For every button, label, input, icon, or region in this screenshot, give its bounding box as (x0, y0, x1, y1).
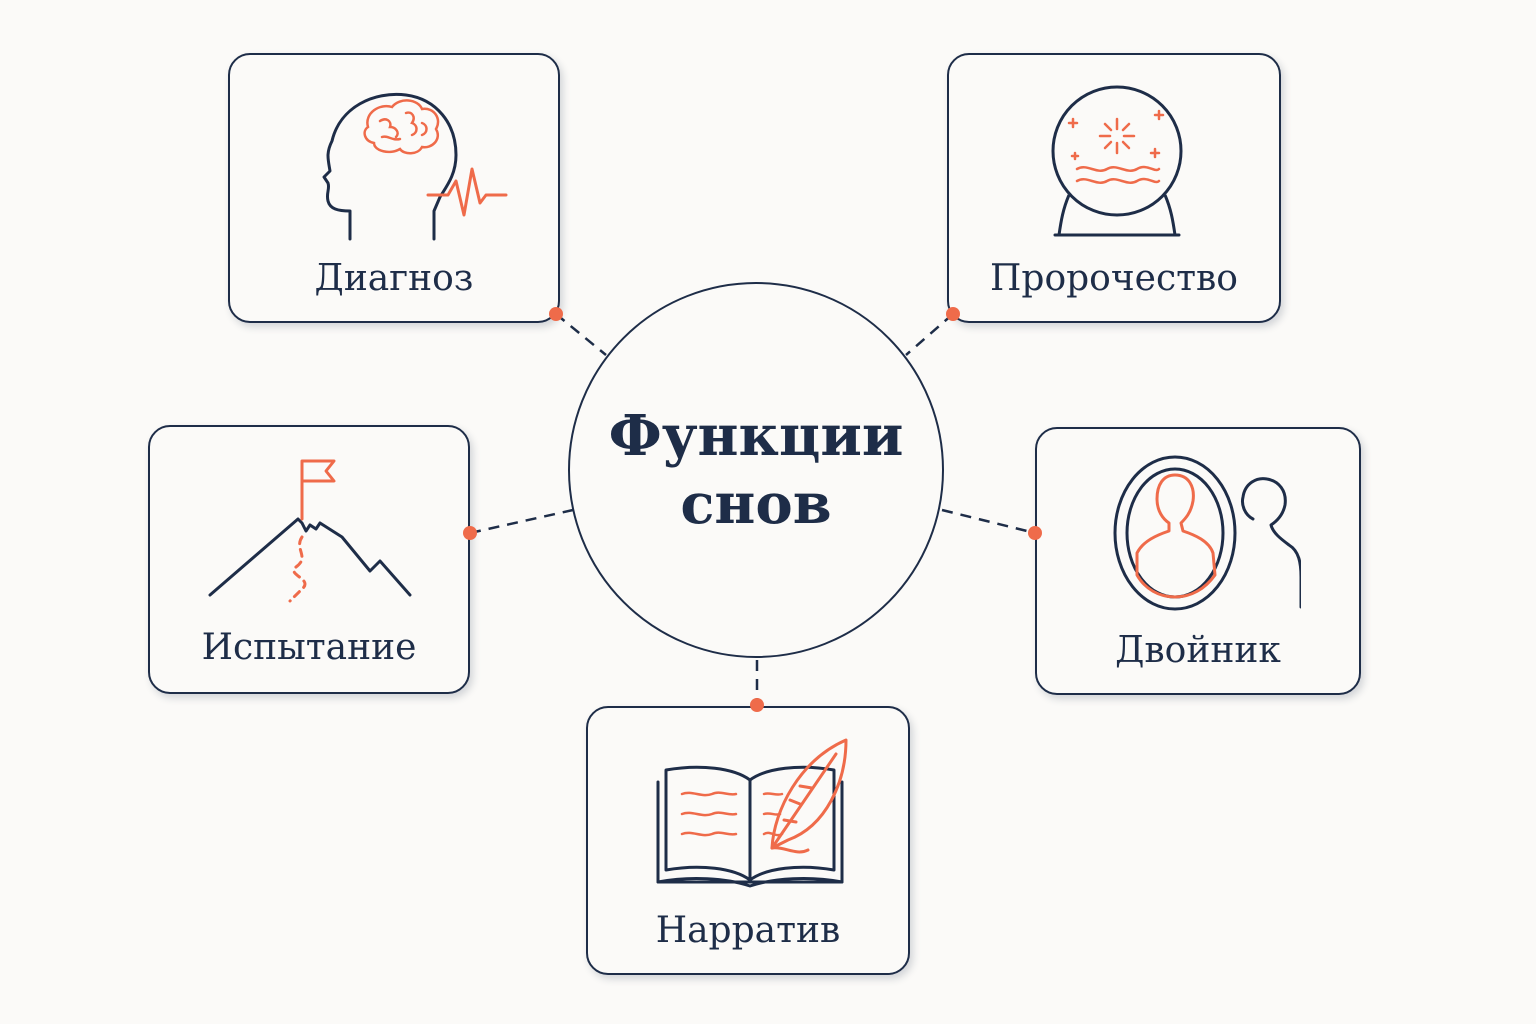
connector-diagnosis (555, 313, 607, 356)
dot-narrative (750, 698, 764, 712)
connector-trial (469, 508, 574, 535)
node-diagnosis: Диагноз (228, 53, 560, 323)
head-brain-pulse-icon (322, 92, 508, 241)
mirror-silhouette-icon (1113, 455, 1301, 611)
node-double-label: Двойник (1115, 630, 1281, 671)
mountain-flag-icon (208, 459, 412, 603)
central-topic: Функции снов (568, 282, 944, 658)
crystal-ball-icon (1051, 85, 1183, 237)
node-trial-label: Испытание (201, 627, 417, 668)
node-diagnosis-label: Диагноз (314, 258, 474, 299)
node-prophecy: Пророчество (947, 53, 1281, 323)
dot-double (1028, 526, 1042, 540)
node-prophecy-label: Пророчество (990, 258, 1238, 299)
dot-trial (463, 526, 477, 540)
connector-prophecy (905, 313, 954, 356)
dot-diagnosis (549, 307, 563, 321)
node-narrative: Нарратив (586, 706, 910, 975)
node-narrative-label: Нарратив (655, 910, 841, 951)
central-title-line-1: Функции (608, 403, 904, 469)
dot-prophecy (946, 307, 960, 321)
node-double: Двойник (1035, 427, 1361, 695)
central-title-line-2: снов (680, 471, 832, 537)
node-trial: Испытание (148, 425, 470, 694)
connector-double (941, 508, 1036, 535)
book-quill-icon (656, 738, 848, 888)
